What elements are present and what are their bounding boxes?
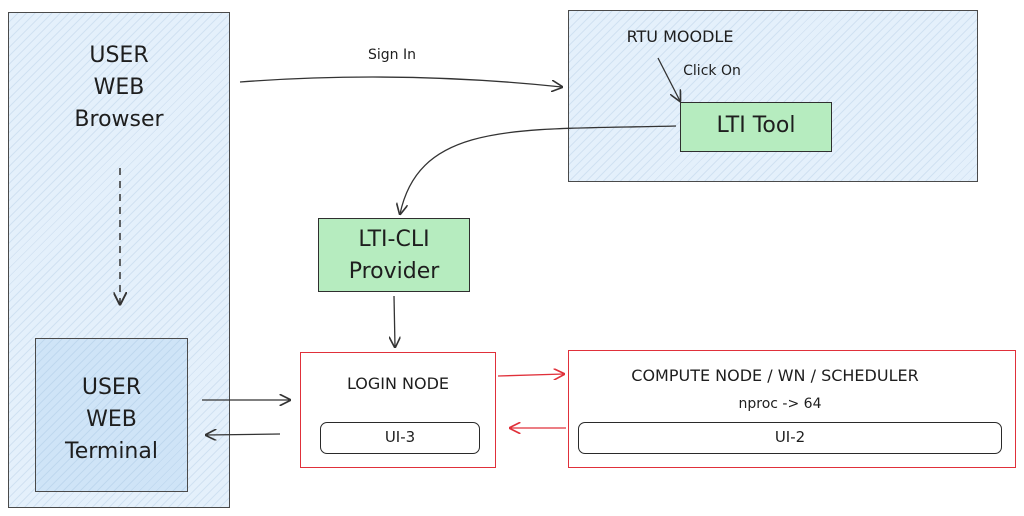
- lti-tool-box: [680, 102, 832, 152]
- click-on-arrow: [657, 57, 680, 101]
- nproc-label: nproc -> 64: [738, 396, 822, 412]
- ui-2-pill: UI-2: [578, 422, 1002, 454]
- lti-cli-provider-box: [318, 218, 470, 292]
- login-node-title: LOGIN NODE: [346, 374, 450, 393]
- sign-in-label: Sign In: [368, 47, 416, 63]
- compute-node-title: COMPUTE NODE / WN / SCHEDULER: [631, 366, 919, 385]
- user-terminal-box: [35, 338, 188, 492]
- ui-3-pill: UI-3: [320, 422, 480, 454]
- user-browser-label: USER WEB Browser: [74, 43, 164, 132]
- lti-tool-to-cli-arrow: [400, 125, 677, 214]
- cli-to-login-arrow: [394, 295, 395, 347]
- login-to-compute-arrow: [497, 374, 564, 376]
- moodle-title: RTU MOODLE: [626, 27, 734, 46]
- click-on-label: Click On: [683, 63, 741, 79]
- lti-tool-label: LTI Tool: [716, 113, 796, 138]
- compute-node-box: [568, 350, 1016, 468]
- sign-in-arrow: [239, 76, 562, 87]
- user-terminal-label: USER WEB Terminal: [65, 375, 158, 464]
- login-to-terminal-arrow: [206, 434, 281, 435]
- moodle-box: [568, 10, 978, 182]
- lti-cli-provider-label: LTI-CLI Provider: [348, 227, 440, 284]
- login-node-box: [300, 352, 496, 468]
